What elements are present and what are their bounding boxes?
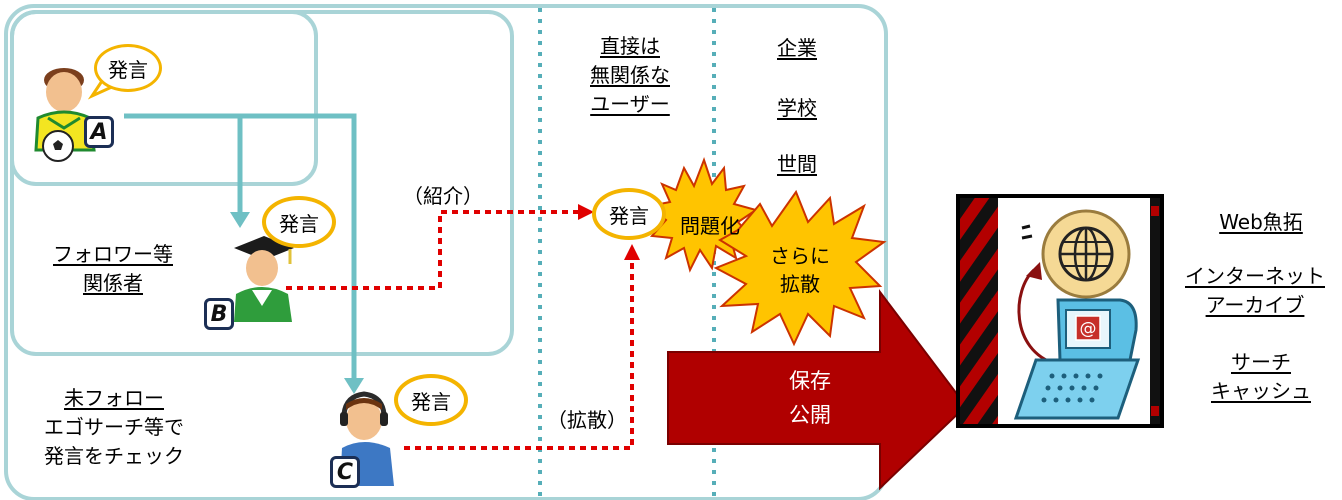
internet-archive-label: インターネット アーカイブ	[1172, 262, 1338, 320]
preserve-arrow-line-2: 公開	[789, 403, 831, 427]
intro-label: （紹介）	[403, 184, 483, 208]
teal-arrowhead-c	[344, 378, 364, 394]
search-cache-label: サーチ キャッシュ	[1186, 348, 1336, 406]
speech-bubble-a: 発言	[94, 44, 162, 92]
speech-text-a: 発言	[108, 57, 148, 82]
unfollowed-label-line-1: 未フォロー	[64, 386, 164, 410]
soccer-player-icon	[34, 68, 96, 162]
internet-archive-line-2: アーカイブ	[1205, 293, 1305, 317]
company-label: 企業	[777, 36, 817, 60]
svg-text:@: @	[1080, 319, 1097, 339]
spread-label: （拡散）	[547, 408, 627, 432]
unfollowed-label-line-3: 発言をチェック	[44, 444, 184, 468]
red-arrowhead-intro	[578, 204, 594, 220]
followers-label: フォロワー等 関係者	[28, 240, 198, 298]
burst-further-line-1: さらに	[770, 244, 830, 268]
public-label: 世間	[777, 152, 817, 176]
burst-further-line-2: 拡散	[780, 272, 820, 296]
speech-text-b: 発言	[279, 211, 319, 236]
speech-bubble-mid: 発言	[592, 188, 666, 240]
red-dotted-paths	[286, 210, 634, 450]
archive-right-bar	[1150, 198, 1160, 424]
preserve-arrow	[667, 289, 968, 491]
headset-user-icon	[340, 391, 394, 486]
unrelated-line-1: 直接は	[600, 34, 660, 58]
speech-text-c: 発言	[411, 389, 451, 414]
followers-label-line-2: 関係者	[83, 271, 143, 295]
preserve-arrow-line-1: 保存	[789, 369, 831, 393]
unrelated-line-2: 無関係な	[590, 63, 670, 87]
teal-arrowhead-b	[230, 212, 250, 228]
teal-connectors	[124, 113, 357, 380]
signal-marks-icon	[1021, 224, 1033, 240]
web-gyotaku-label: Web魚拓	[1219, 210, 1303, 234]
globe-icon	[1041, 209, 1131, 299]
unfollowed-label: 未フォロー エゴサーチ等で 発言をチェック	[14, 384, 214, 471]
school-label: 学校	[777, 96, 817, 120]
burst-further-text: さらに 拡散	[750, 242, 850, 298]
unfollowed-label-line-2: エゴサーチ等で	[44, 415, 184, 439]
box-followers	[10, 10, 514, 356]
graduate-icon	[234, 236, 294, 322]
user-badge-a: A	[84, 116, 114, 148]
search-cache-line-2: キャッシュ	[1211, 379, 1311, 403]
user-badge-c: C	[330, 456, 360, 488]
followers-label-line-1: フォロワー等	[53, 242, 173, 266]
burst-further	[713, 189, 887, 347]
red-arrowhead-spread	[624, 244, 640, 260]
speech-bubble-c: 発言	[394, 374, 468, 426]
unrelated-users-label: 直接は 無関係な ユーザー	[560, 32, 700, 119]
internet-archive-line-1: インターネット	[1185, 264, 1325, 288]
archive-stripes	[960, 198, 998, 424]
computer-icon: @	[1013, 298, 1141, 420]
link-arrow	[1017, 268, 1057, 366]
unrelated-line-3: ユーザー	[590, 92, 670, 116]
speech-bubble-b: 発言	[262, 196, 336, 248]
search-cache-line-1: サーチ	[1231, 350, 1291, 374]
outer-box	[4, 4, 888, 500]
preserve-arrow-text: 保存 公開	[760, 364, 860, 432]
user-badge-b: B	[204, 298, 234, 330]
speech-text-mid: 発言	[609, 203, 649, 228]
burst-problem-text: 問題化	[680, 214, 740, 238]
